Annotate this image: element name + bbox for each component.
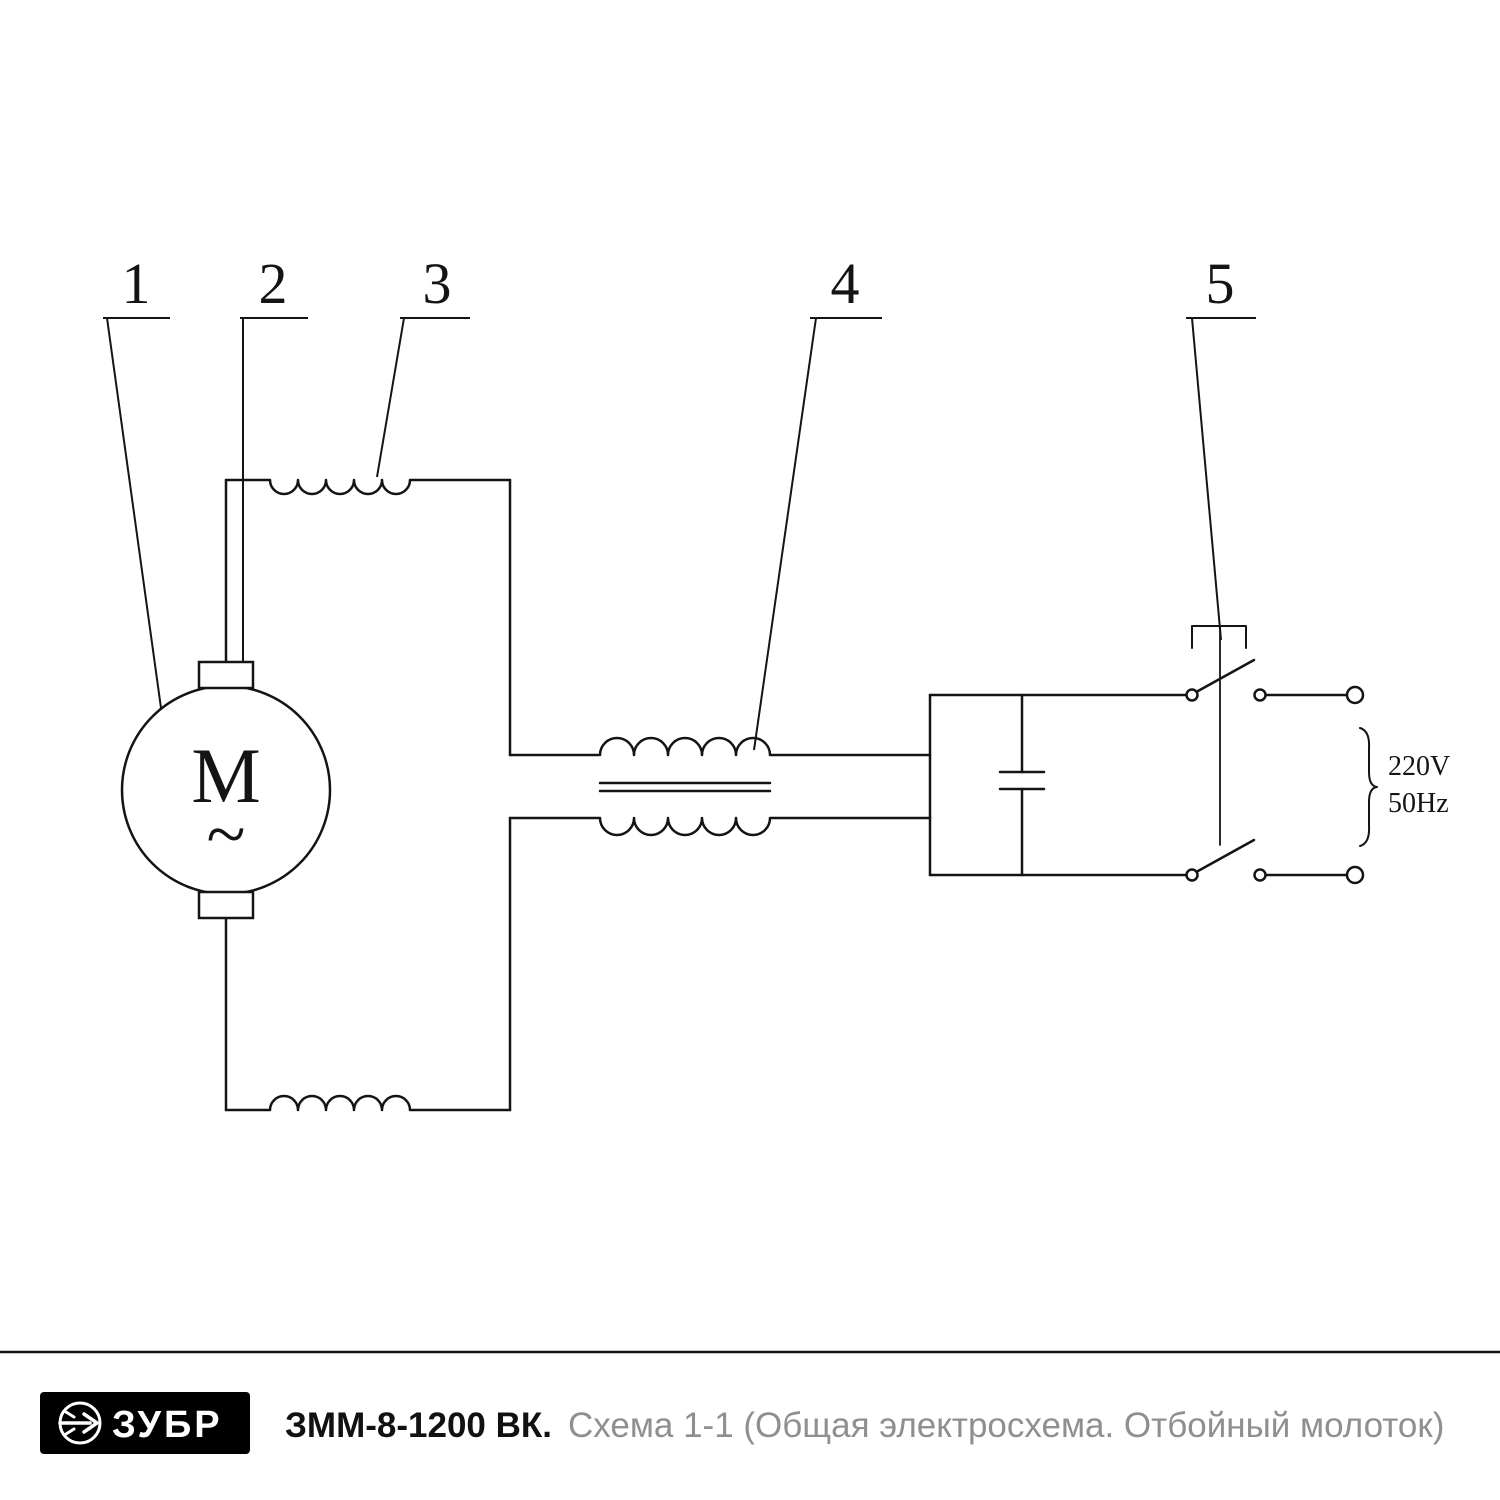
choke-top-winding xyxy=(508,736,932,757)
motor-ac-wave: ~ xyxy=(207,794,246,874)
motor xyxy=(120,660,332,920)
motor-symbol-letter: M xyxy=(191,732,260,819)
callout-5-leader-line xyxy=(1191,317,1222,641)
capacitor xyxy=(998,693,1046,877)
footer-model-text: ЗММ-8-1200 ВК. xyxy=(285,1406,552,1445)
brand-emblem-arrowhead xyxy=(82,1412,99,1434)
switch-contact-bottom-right xyxy=(1253,868,1267,882)
choke-bottom-winding xyxy=(508,816,932,837)
supply-terminal-top xyxy=(1345,685,1365,705)
power-switch xyxy=(1185,625,1267,882)
switch-lever-top xyxy=(1196,658,1256,693)
supply-voltage-label: 220V xyxy=(1388,751,1450,782)
callout-1-leader-line xyxy=(106,317,162,709)
callout-5-number: 5 xyxy=(1206,251,1235,316)
switch-actuator-bracket xyxy=(1191,625,1247,649)
switch-contact-bottom-left xyxy=(1185,868,1199,882)
switch-contact-top-right xyxy=(1253,688,1267,702)
callout-3-leader-line xyxy=(376,317,405,478)
footer-title: ЗММ-8-1200 ВК. Схема 1-1 (Общая электрос… xyxy=(285,1406,1444,1445)
callout-1-number: 1 xyxy=(122,251,151,316)
brand-emblem-icon xyxy=(58,1401,102,1445)
callouts xyxy=(103,317,1256,751)
field-winding-top-coil xyxy=(224,478,512,496)
supply-brace xyxy=(1359,727,1378,847)
field-winding-bottom-coil xyxy=(224,1094,512,1112)
brand-name-text: ЗУБР xyxy=(112,1404,223,1446)
motor-brush-top xyxy=(197,660,255,690)
footer-caption-text: Схема 1-1 (Общая электросхема. Отбойный … xyxy=(568,1406,1444,1445)
supply-frequency-label: 50Hz xyxy=(1388,788,1449,819)
supply-terminal-bottom xyxy=(1345,865,1365,885)
callout-3-number: 3 xyxy=(423,251,452,316)
brand-emblem-chevron-top xyxy=(64,1410,76,1419)
switch-lever-bottom xyxy=(1196,838,1256,873)
callout-2-number: 2 xyxy=(259,251,288,316)
callout-4-number: 4 xyxy=(831,251,860,316)
brand-emblem-chevron-bottom xyxy=(64,1427,76,1436)
circuit-wiring xyxy=(224,478,1378,1112)
callout-4-leader-line xyxy=(753,317,817,751)
brand-logo: ЗУБР xyxy=(40,1392,250,1454)
switch-contact-top-left xyxy=(1185,688,1199,702)
motor-brush-bottom xyxy=(197,890,255,920)
